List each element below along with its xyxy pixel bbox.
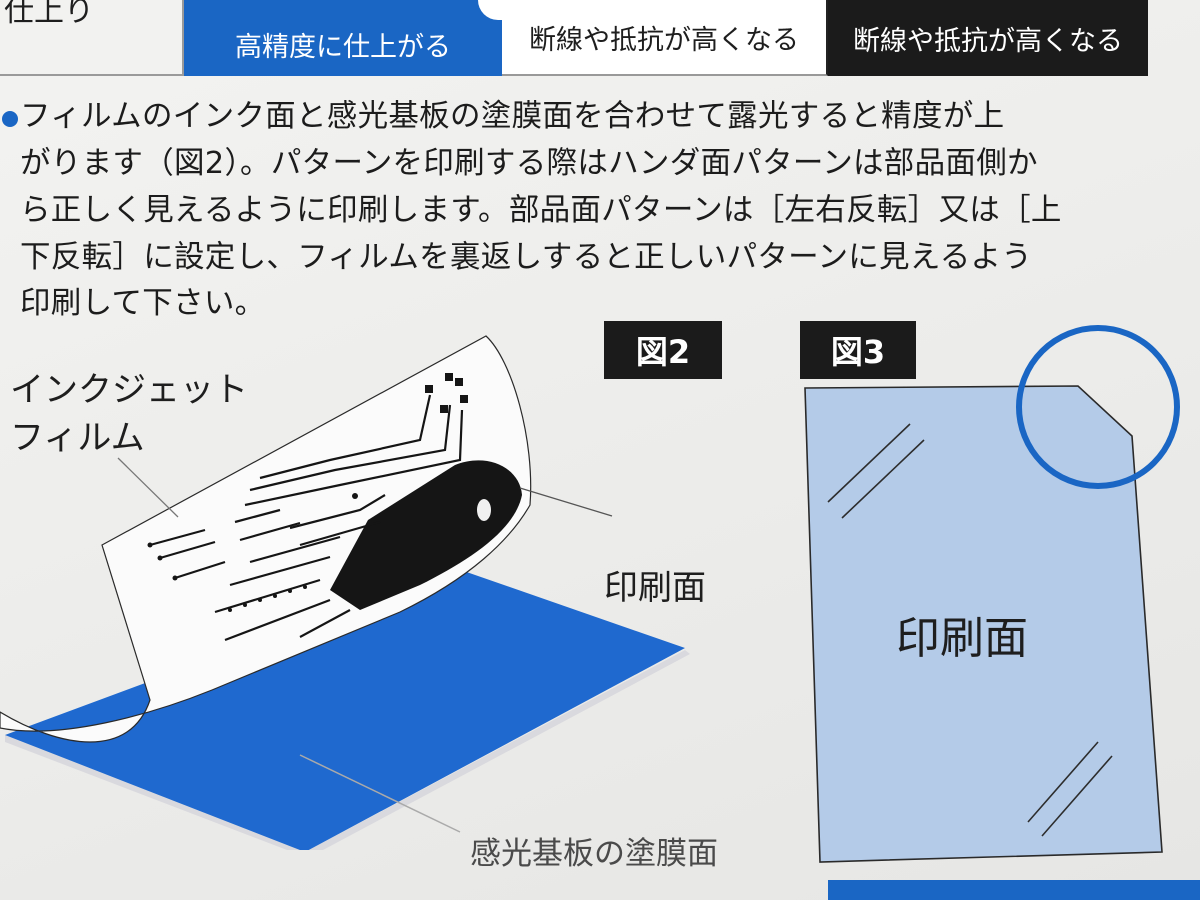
film-pattern-pad <box>445 373 453 381</box>
film-label-line1: インクジェット <box>10 370 248 410</box>
paragraph-line: 印刷して下さい。 <box>20 286 266 321</box>
film-pattern-pad <box>425 385 433 393</box>
film-label-line2: フィルム <box>10 418 145 458</box>
film-pattern-pad <box>460 395 468 403</box>
sheet-gloss-lines <box>827 423 1113 837</box>
film-pattern-pad <box>440 405 448 413</box>
bullet-icon <box>2 111 18 127</box>
film-pattern-traces <box>149 394 464 642</box>
corner-highlight-circle <box>1016 325 1180 489</box>
substrate-pointer-line <box>299 754 461 833</box>
film-pattern-hole <box>477 499 491 521</box>
table-cell-disconnect-2: 断線や抵抗が高くなる <box>828 0 1148 76</box>
inkjet-film-sheet <box>0 335 532 743</box>
figure2-tag: 図2 <box>604 321 722 379</box>
print-face-label: 印刷面 <box>604 568 706 608</box>
substrate-coating-label: 感光基板の塗膜面 <box>470 836 718 872</box>
table-cell-disconnect-1: 断線や抵抗が高くなる <box>502 0 828 76</box>
paragraph-line: フィルムのインク面と感光基板の塗膜面を合わせて露光すると精度が上 <box>20 99 1005 134</box>
film-pattern-dots <box>147 493 358 612</box>
film-pointer-line <box>117 457 179 518</box>
film-pattern-ground <box>330 460 522 610</box>
print-face-pointer-line <box>519 487 613 517</box>
table-row-label: 仕上り <box>0 0 184 76</box>
table-cell-high-precision: 高精度に仕上がる <box>184 0 502 76</box>
table-cell-decoration <box>478 0 502 20</box>
figure3-tag: 図3 <box>800 321 916 379</box>
bottom-blue-band <box>828 880 1200 900</box>
paragraph-line: がります（図2）。パターンを印刷する際はハンダ面パターンは部品面側か <box>20 146 1038 181</box>
figure2-illustration <box>0 335 690 850</box>
substrate-coating <box>5 568 685 850</box>
paragraph-line: ら正しく見えるように印刷します。部品面パターンは［左右反転］又は［上 <box>20 193 1062 228</box>
film-pattern-pad <box>455 378 463 386</box>
figure3-illustration <box>804 325 1180 863</box>
paragraph-line: 下反転］に設定し、フィルムを裏返しすると正しいパターンに見えるよう <box>20 240 1033 275</box>
figure3-print-face-label: 印刷面 <box>896 613 1028 664</box>
film-sheet-print-face <box>804 385 1163 863</box>
